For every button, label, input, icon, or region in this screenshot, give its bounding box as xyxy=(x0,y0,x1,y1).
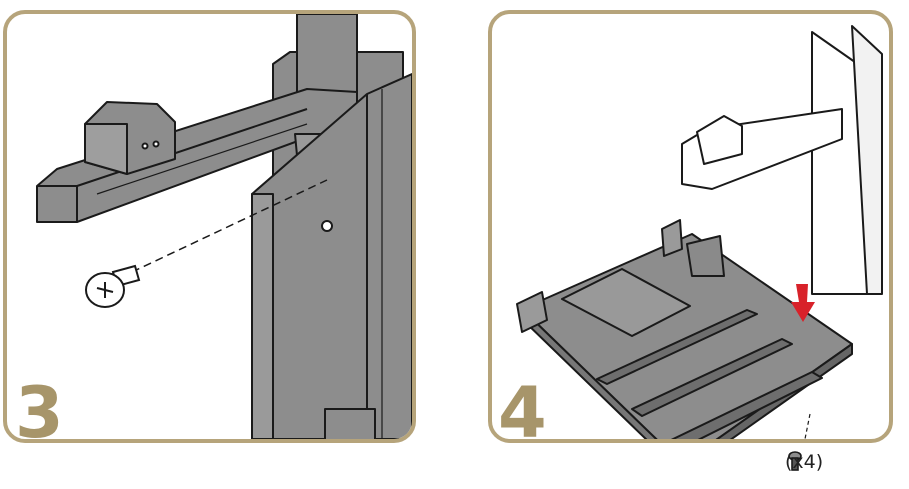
step-4-illustration xyxy=(516,25,883,439)
step-3-number: 3 xyxy=(15,372,64,443)
step-3-illustration xyxy=(36,14,412,439)
step-4-panel: 4 xyxy=(488,10,893,443)
small-screw-icon xyxy=(788,451,802,471)
screw-quantity: (x4) xyxy=(785,451,824,473)
arrow-down-icon xyxy=(791,284,815,322)
step-4-number: 4 xyxy=(498,372,547,443)
screw-icon xyxy=(85,264,141,308)
step-3-panel: 3 xyxy=(3,10,416,443)
